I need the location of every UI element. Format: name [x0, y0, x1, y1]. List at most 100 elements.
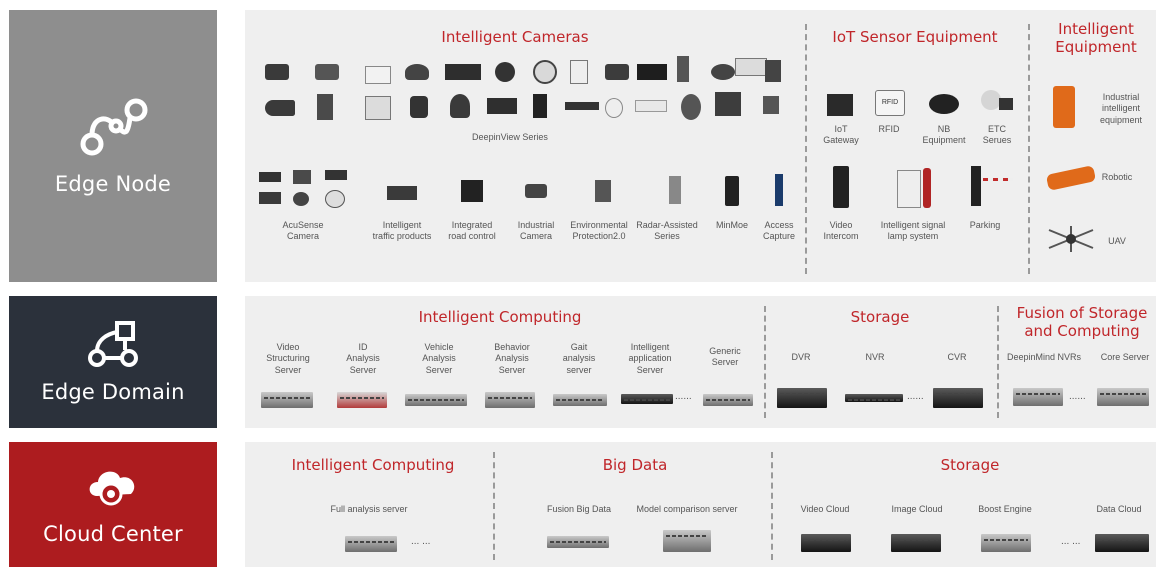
tier-label: Edge Domain — [41, 380, 185, 404]
camera-image — [365, 96, 391, 120]
storage-caption: NVR — [865, 352, 885, 362]
road-control-image — [461, 180, 483, 202]
server-caption: Behavior Analysis Server — [494, 342, 530, 375]
generic-server-image — [703, 394, 753, 406]
robotic-image — [1045, 165, 1097, 191]
device-caption: Industrial Camera — [517, 220, 555, 242]
camera-image — [570, 60, 588, 84]
iot-sensor-title: IoT Sensor Equipment — [832, 28, 998, 46]
device-caption: UAV — [1108, 236, 1126, 246]
dvr-image — [777, 388, 827, 408]
traffic-product-image — [387, 186, 417, 200]
device-caption: IoT Gateway — [823, 124, 859, 146]
signal-lamp-pole-image — [923, 168, 931, 208]
server-caption: ID Analysis Server — [346, 342, 380, 375]
big-data-title: Big Data — [602, 456, 668, 474]
domain-flow-icon — [88, 321, 138, 367]
image-cloud-image — [891, 534, 941, 552]
camera-image — [487, 98, 517, 114]
cloud-caption: Full analysis server — [330, 504, 408, 514]
device-caption: Integrated road control — [448, 220, 496, 242]
ellipsis: ... ... — [1061, 536, 1081, 547]
cloud-caption: Video Cloud — [800, 504, 850, 514]
cloud-center-panel: Intelligent Computing Big Data Storage F… — [245, 442, 1156, 567]
camera-image — [565, 102, 599, 110]
nvr-image — [845, 394, 903, 402]
intelligent-cameras-title: Intelligent Cameras — [441, 28, 589, 46]
camera-image — [410, 96, 428, 118]
fusion-big-data-image — [547, 536, 609, 548]
video-cloud-image — [801, 534, 851, 552]
industrial-camera-image — [525, 184, 547, 198]
ellipsis: ...... — [1069, 391, 1086, 402]
storage-title: Storage — [850, 308, 910, 326]
data-cloud-image — [1095, 534, 1149, 552]
industrial-equipment-image — [1053, 86, 1075, 128]
camera-image — [317, 94, 333, 120]
camera-image — [605, 98, 623, 118]
tier-label: Cloud Center — [43, 521, 183, 546]
camera-image — [677, 56, 689, 82]
section-divider — [1028, 24, 1030, 274]
camera-image — [405, 64, 429, 80]
model-comparison-server-image — [663, 530, 711, 552]
cloud-gear-icon — [89, 471, 135, 505]
camera-image — [637, 64, 667, 80]
camera-image — [265, 64, 289, 80]
device-caption: Parking — [969, 220, 1001, 230]
parking-device-image — [971, 166, 981, 206]
camera-image — [605, 64, 629, 80]
server-caption: Intelligent application Server — [628, 342, 672, 375]
rfid-image: RFID — [875, 90, 905, 116]
device-caption: Robotic — [1101, 172, 1133, 182]
server-caption: Vehicle Analysis Server — [422, 342, 456, 375]
gait-analysis-server-image — [553, 394, 607, 406]
fusion-caption: DeepinMind NVRs — [1006, 352, 1082, 362]
signal-lamp-image — [897, 170, 921, 208]
application-server-image — [621, 394, 673, 404]
camera-image — [681, 94, 701, 120]
section-divider — [493, 452, 495, 560]
section-divider — [997, 306, 999, 418]
camera-image — [265, 100, 295, 116]
access-capture-image — [775, 174, 783, 206]
nb-equipment-image — [929, 94, 959, 114]
tier-cloud-center: Cloud Center — [9, 442, 217, 567]
video-intercom-image — [833, 166, 849, 208]
cloud-storage-title: Storage — [940, 456, 1000, 474]
device-caption: Intelligent traffic products — [372, 220, 432, 242]
uav-image — [1048, 226, 1094, 252]
intelligent-equipment-title: Intelligent Equipment — [1055, 20, 1137, 56]
storage-caption: DVR — [791, 352, 811, 362]
device-caption: ETC Serues — [982, 124, 1012, 146]
device-caption: RFID — [878, 124, 900, 134]
environmental-device-image — [595, 180, 611, 202]
device-caption: Access Capture — [762, 220, 796, 242]
ellipsis: ... ... — [411, 536, 431, 547]
camera-image — [495, 62, 515, 82]
storage-caption: CVR — [947, 352, 967, 362]
cvr-image — [933, 388, 983, 408]
vehicle-analysis-server-image — [405, 394, 467, 406]
camera-image — [765, 60, 781, 82]
boost-engine-image — [981, 534, 1031, 552]
camera-image — [711, 64, 735, 80]
fusion-title: Fusion of Storage and Computing — [1016, 304, 1148, 340]
deepinmind-nvr-image — [1013, 388, 1063, 406]
ellipsis: ...... — [675, 391, 692, 402]
device-caption: MinMoe — [715, 220, 749, 230]
acusense-camera-image — [259, 168, 349, 210]
device-caption: Environmental Protection2.0 — [570, 220, 628, 242]
section-divider — [771, 452, 773, 560]
parking-barrier-image — [983, 178, 1013, 181]
device-caption: Video Intercom — [823, 220, 859, 242]
camera-image — [533, 60, 557, 84]
camera-image — [533, 94, 547, 118]
full-analysis-server-image — [345, 536, 397, 552]
server-caption: Gait analysis server — [562, 342, 596, 375]
iot-gateway-image — [827, 94, 853, 116]
cloud-caption: Fusion Big Data — [546, 504, 612, 514]
edge-node-panel: Intelligent Cameras IoT Sensor Equipment… — [245, 10, 1156, 282]
server-caption: Generic Server — [709, 346, 741, 368]
device-caption: NB Equipment — [922, 124, 966, 146]
